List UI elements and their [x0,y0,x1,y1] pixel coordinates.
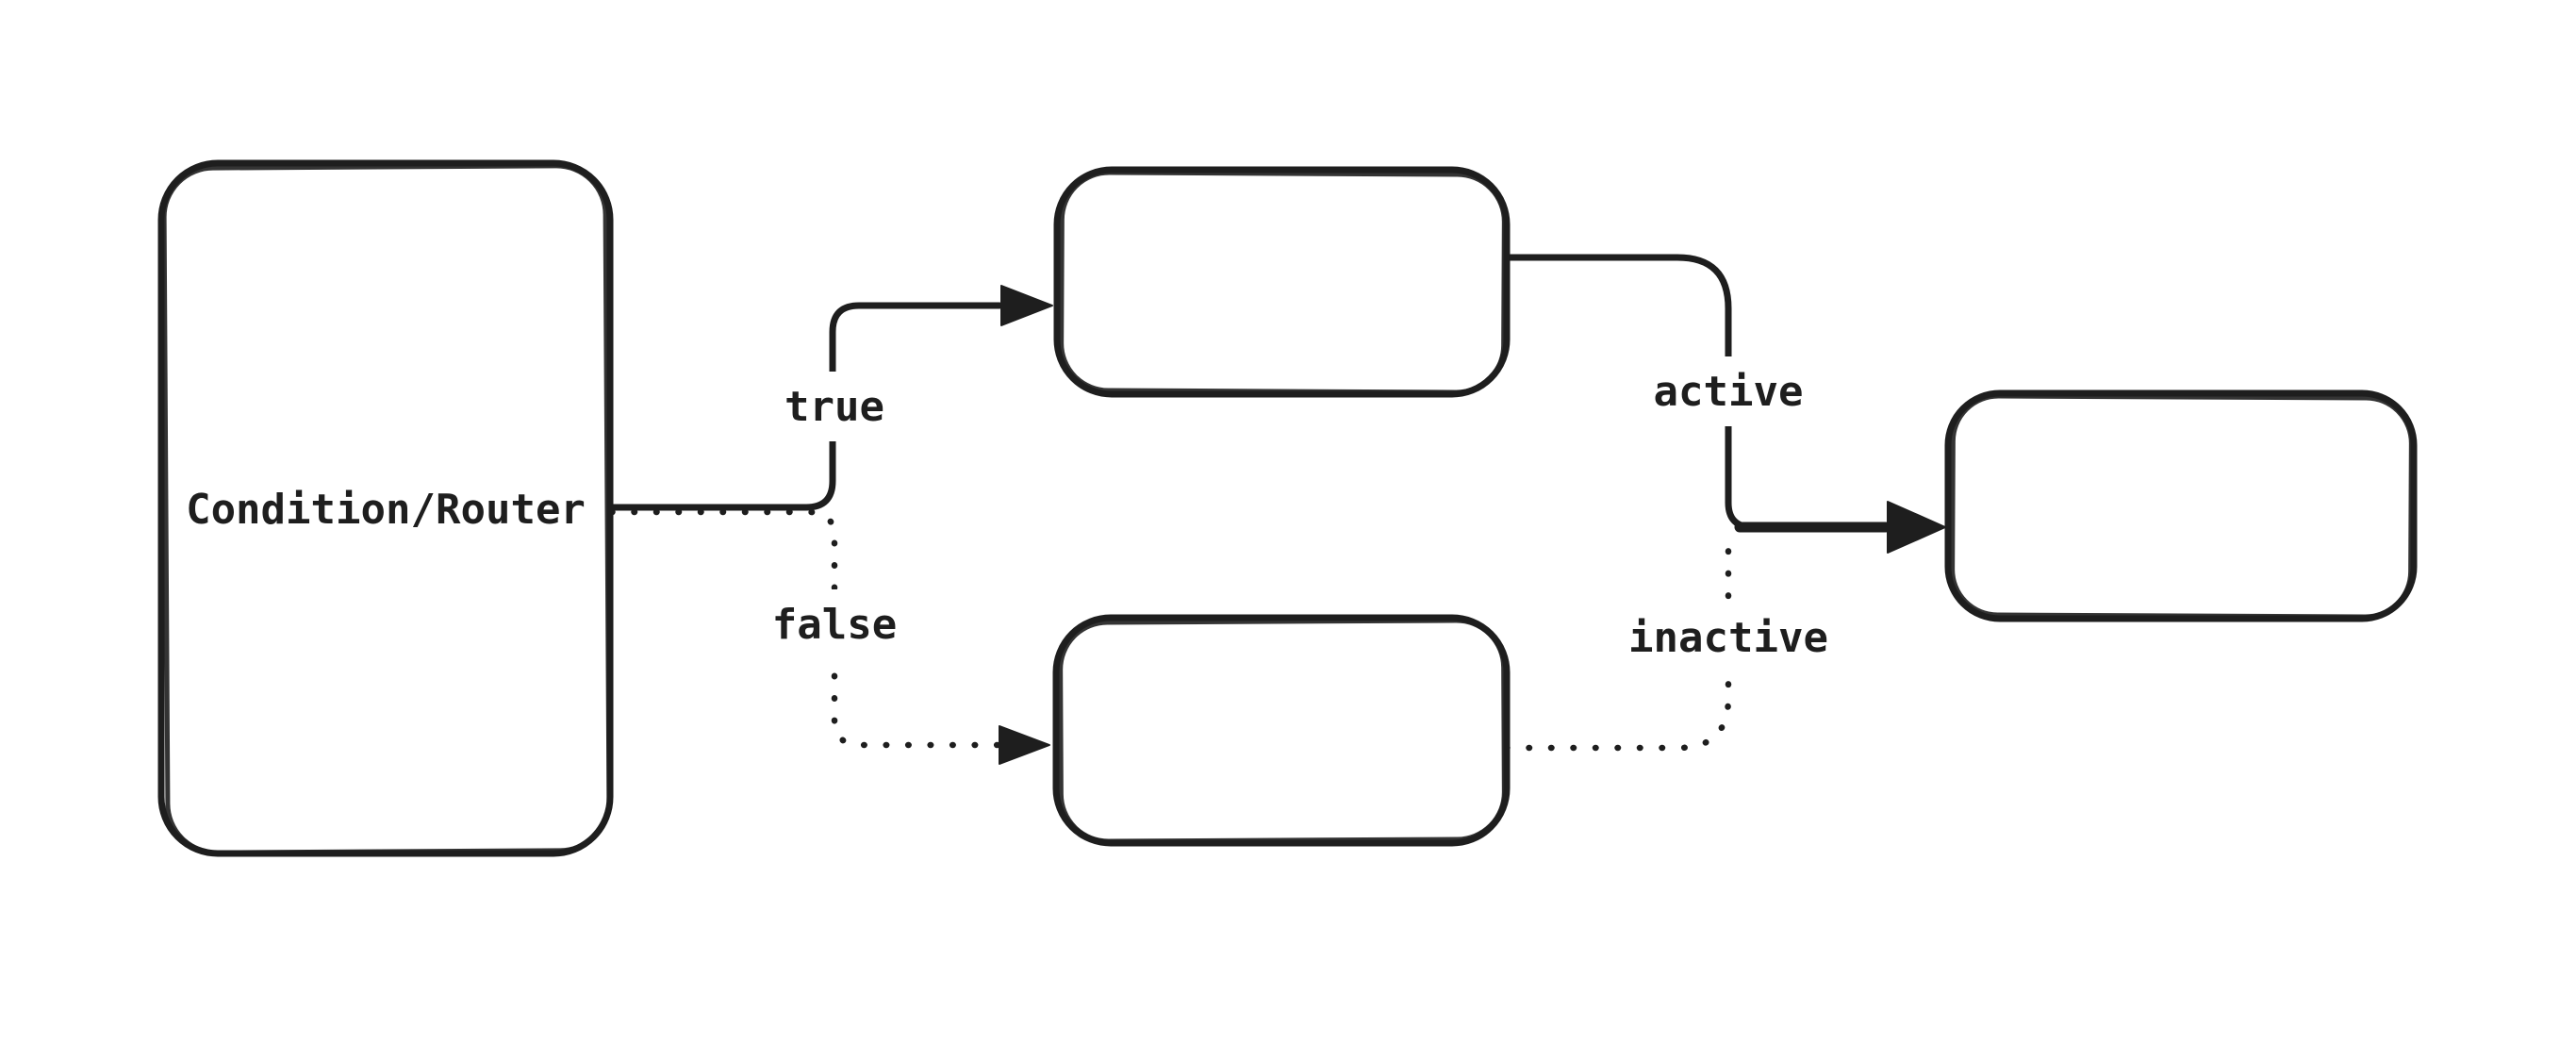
edge-label-inactive-bg [1618,603,1839,672]
edge-label-true: true [767,372,900,441]
node-output-sketch [1950,393,2414,620]
node-branch-true-shape [1053,166,1511,398]
edge-label-true-text: true [784,383,884,431]
edge-final-arrow [1734,501,1946,554]
node-branch-false-shape [1052,614,1511,847]
edge-label-active-text: active [1654,368,1804,416]
node-branch-false [1052,614,1511,847]
node-output [1944,389,2418,622]
arrowhead-true [1000,285,1053,326]
edge-label-false-text: false [772,601,897,649]
node-condition-router-label: Condition/Router [186,486,586,534]
edge-label-inactive-text: inactive [1628,614,1828,662]
edge-label-inactive: inactive [1618,603,1839,672]
edge-label-true-bg [767,372,900,441]
node-branch-false-sketch [1058,618,1507,844]
edge-label-false: false [760,589,909,659]
node-output-shape [1944,389,2418,622]
edge-false [608,508,1050,765]
arrowhead-final [1887,501,1946,554]
edge-inactive [1503,541,1732,752]
node-branch-true [1053,166,1511,398]
edge-inactive-line [1503,541,1732,752]
arrowhead-false [999,725,1050,765]
edge-label-false-bg [760,589,909,659]
node-branch-true-sketch [1059,170,1507,395]
edge-label-active: active [1643,356,1814,426]
edge-label-active-bg [1643,356,1814,426]
node-condition-router-sketch [161,163,612,855]
node-condition-router: Condition/Router [157,159,614,857]
